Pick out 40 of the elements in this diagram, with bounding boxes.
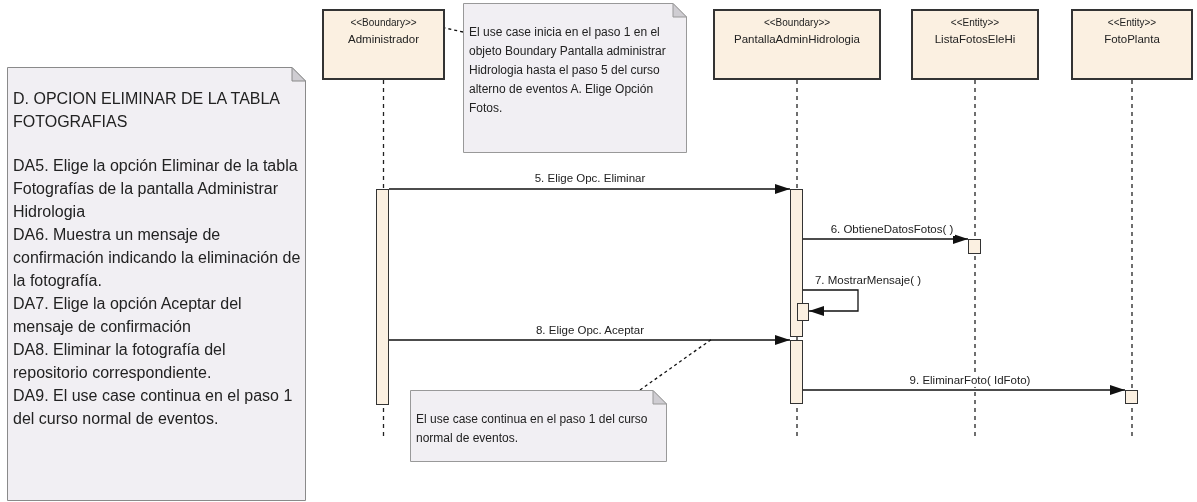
note	[463, 3, 687, 153]
activation-bar	[790, 189, 803, 337]
message-arrow	[802, 234, 969, 244]
activation-bar	[797, 303, 809, 321]
note-heading: D. OPCION ELIMINAR DE LA TABLA FOTOGRAFIAS	[13, 89, 281, 132]
message-arrow	[388, 335, 791, 345]
stereotype-label: <<Boundary>>	[350, 16, 417, 30]
lifeline-head-box	[713, 9, 881, 80]
note	[7, 67, 306, 501]
note	[410, 390, 667, 462]
object-name: ListaFotosEleHi	[934, 32, 1016, 47]
object-name: PantallaAdminHidrologia	[734, 32, 860, 47]
note-text: DA9. El use case continua en el paso 1 del curso normal de eventos.	[13, 386, 294, 429]
stereotype-label: <<Entity>>	[1107, 16, 1157, 30]
stereotype-label: <<Entity>>	[950, 16, 1000, 30]
lifeline-head-box	[322, 9, 445, 80]
note-text: DA5. Elige la opción Eliminar de la tabla Fotografías de la pantalla Administrar Hidrologia	[13, 156, 299, 222]
edge-label: 7. MostrarMensaje( )	[812, 273, 924, 287]
activation-bar	[1125, 390, 1138, 404]
activation-bar	[790, 340, 803, 404]
note-text: DA6. Muestra un mensaje de confirmación indicando la eliminación de la fotografía.	[13, 225, 302, 291]
message-arrow	[802, 385, 1126, 395]
object-name: Administrador	[348, 32, 419, 47]
edge-label: 9. EliminarFoto( IdFoto)	[907, 373, 1033, 387]
activation-bar	[968, 239, 981, 254]
note-text: El use case continua en el paso 1 del curso normal de eventos.	[416, 411, 649, 447]
note-text: El use case inicia en el paso 1 en el objeto Boundary Pantalla administrar Hidrologia hasta el paso 5 del curso alterno de eventos A. Elige Opción Fotos.	[469, 24, 667, 117]
edge-label: 6. ObtieneDatosFotos( )	[828, 222, 956, 236]
edge-label: 5. Elige Opc. Eliminar	[532, 171, 648, 185]
object-name: FotoPlanta	[1104, 32, 1160, 47]
activation-bar	[376, 189, 389, 405]
note-text: DA8. Eliminar la fotografía del repositorio correspondiente.	[13, 340, 227, 383]
note-text: DA7. Elige la opción Aceptar del mensaje de confirmación	[13, 294, 243, 337]
lifeline-head-box	[1071, 9, 1193, 80]
edge-label: 8. Elige Opc. Aceptar	[533, 323, 646, 337]
message-arrow	[802, 289, 859, 316]
leader-line	[639, 338, 713, 391]
lifeline-head-box	[911, 9, 1039, 80]
message-arrow	[388, 184, 791, 194]
stereotype-label: <<Boundary>>	[763, 16, 831, 30]
